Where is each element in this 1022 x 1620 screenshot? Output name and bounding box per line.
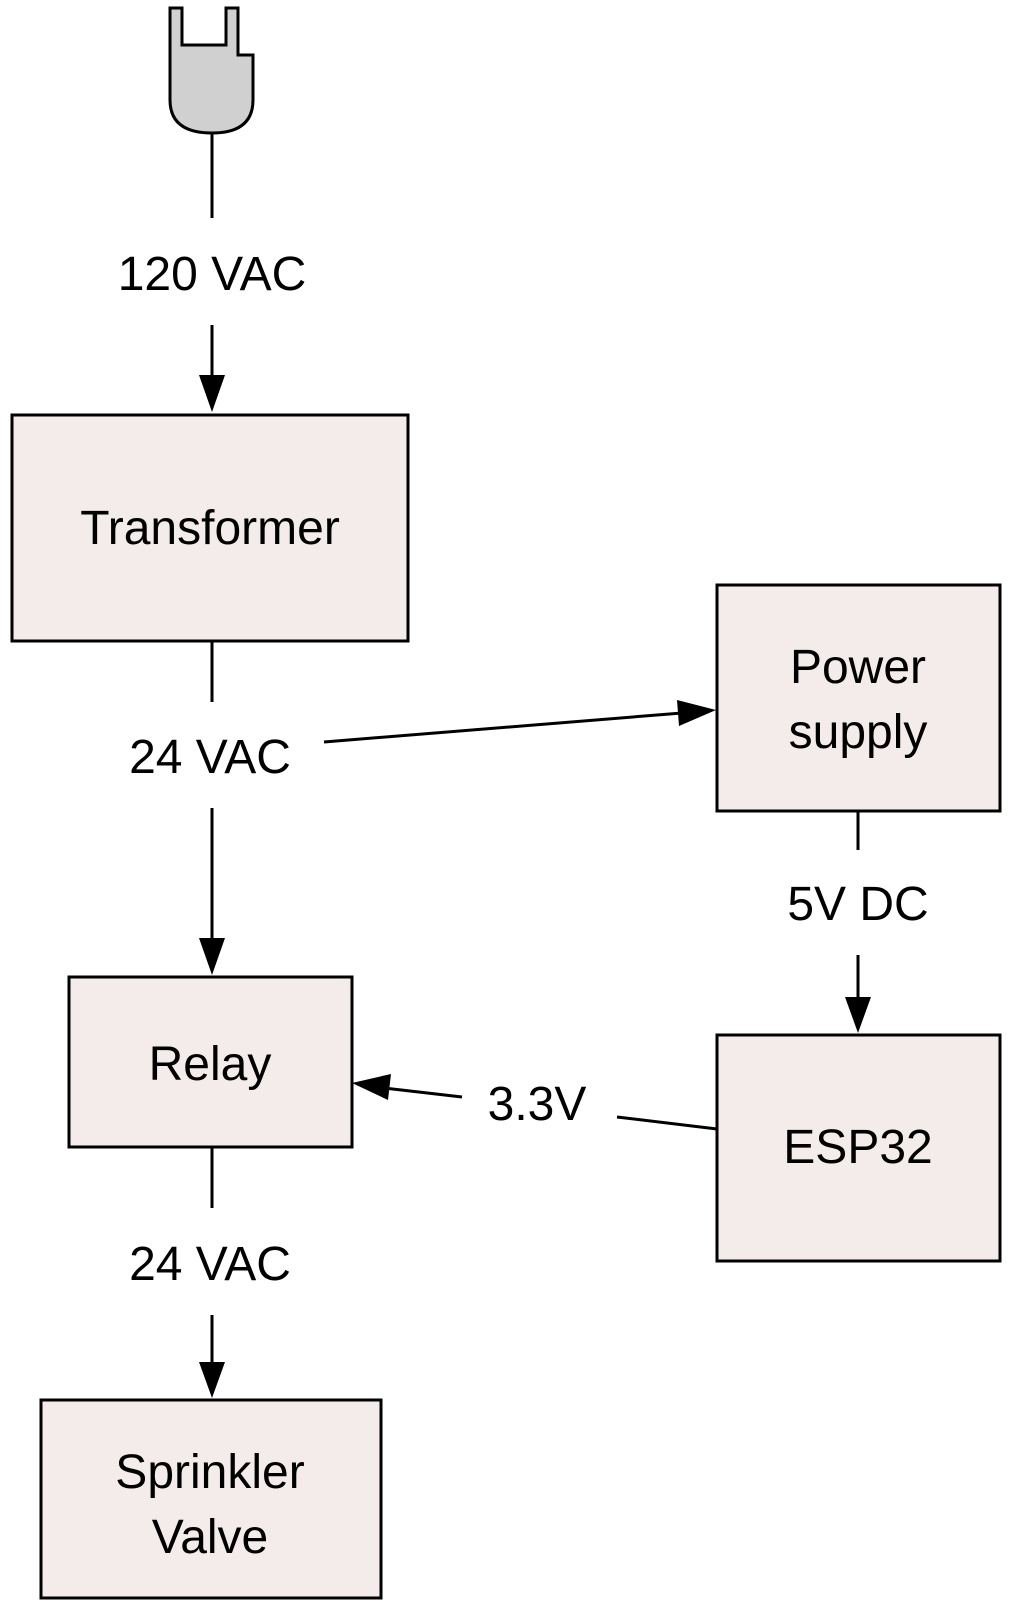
mains-voltage-label: 120 VAC bbox=[118, 248, 307, 301]
sprinkler-valve-block: Sprinkler Valve bbox=[39, 1398, 383, 1600]
power-supply-block: Power supply bbox=[715, 583, 1002, 813]
arrow-to-valve bbox=[199, 1362, 225, 1398]
esp32-out-wire bbox=[616, 1115, 718, 1131]
transformer-block: Transformer bbox=[10, 413, 410, 643]
transformer-out-voltage-label: 24 VAC bbox=[129, 731, 291, 784]
wire-to-power-supply bbox=[323, 711, 683, 744]
arrow-to-esp32 bbox=[845, 997, 871, 1033]
sprinkler-valve-label-line2: Valve bbox=[152, 1511, 269, 1564]
esp32-block: ESP32 bbox=[715, 1033, 1002, 1263]
power-plug-icon bbox=[168, 6, 255, 135]
relay-block: Relay bbox=[67, 975, 354, 1149]
transformer-label: Transformer bbox=[80, 502, 340, 555]
arrow-to-relay bbox=[199, 938, 225, 975]
sprinkler-valve-label-line1: Sprinkler bbox=[115, 1446, 304, 1499]
relay-out-voltage-label: 24 VAC bbox=[129, 1238, 291, 1291]
power-supply-label-line1: Power bbox=[790, 641, 926, 694]
arrow-to-relay-control bbox=[352, 1074, 391, 1100]
arrow-to-transformer bbox=[199, 375, 225, 412]
control-voltage-label: 3.3V bbox=[488, 1078, 587, 1131]
supply-out-voltage-label: 5V DC bbox=[787, 878, 928, 931]
arrow-to-power-supply bbox=[677, 700, 716, 726]
wire-to-relay-control bbox=[383, 1086, 463, 1099]
power-supply-label-line2: supply bbox=[789, 706, 928, 759]
relay-label: Relay bbox=[149, 1038, 272, 1091]
esp32-label: ESP32 bbox=[783, 1121, 932, 1174]
